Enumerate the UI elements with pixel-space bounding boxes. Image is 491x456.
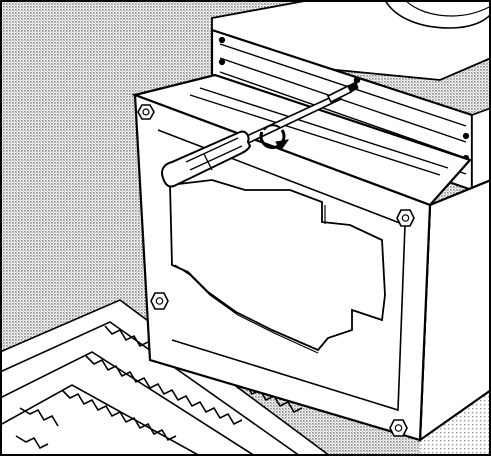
- mounting-bolts: [137, 104, 415, 437]
- drive-case: [131, 73, 491, 443]
- stepped-cutout: [169, 179, 386, 352]
- slotted-tray: [0, 299, 331, 456]
- mounting-screw: [326, 81, 359, 104]
- bolt-bottom-right: [389, 419, 408, 437]
- rotation-arrow-icon: [259, 124, 290, 151]
- bolt-right: [396, 209, 415, 227]
- bolt-bottom-left: [150, 292, 169, 310]
- screwdriver: [161, 92, 343, 188]
- bolt-top-left: [137, 104, 155, 120]
